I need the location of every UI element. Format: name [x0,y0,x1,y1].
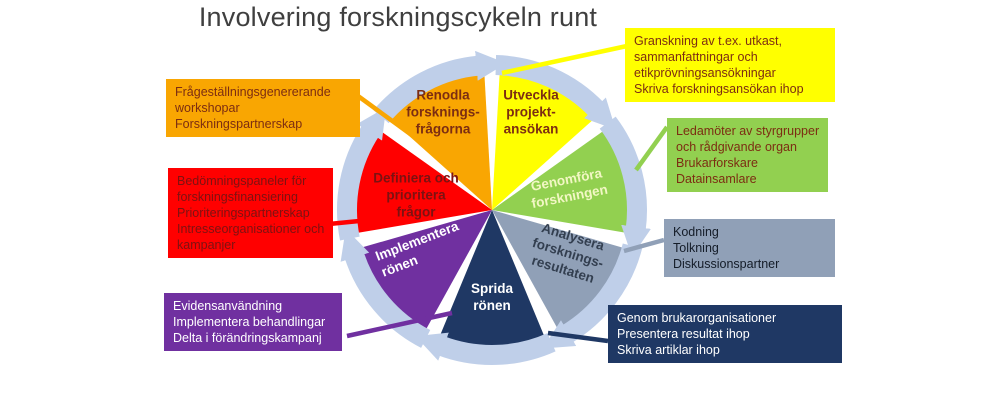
cycle-arrow [542,243,643,349]
cycle-arrow [495,55,616,130]
text-line: Bedömningspaneler för [177,174,307,188]
text-line: kampanjer [177,238,236,252]
callout-line-fragestallnings [356,94,415,138]
slice-definiera [342,123,492,236]
text-line: etikprövningsansökningar [634,66,776,80]
text-line: Granskning av t.ex. utkast, [634,34,782,48]
text-line: Forskningspartnerskap [175,117,303,131]
text-line: workshopar [175,101,240,115]
callout-line-genombrukar [547,330,609,344]
text-line: Genom brukarorganisationer [617,311,777,325]
text-line: forskningsfinansiering [177,190,298,204]
slice-genomfora [492,123,642,236]
cycle-arrow [599,116,651,257]
cycle-arrow [415,332,556,365]
cycle-arrow [373,50,507,124]
callout-line-kodning [623,237,665,254]
text-line: Skriva forskningsansökan ihop [634,82,804,96]
callout-line-evidens [346,310,453,339]
text-line: Delta i förändringskampanj [173,331,322,345]
callout-granskning: Granskning av t.ex. utkast, sammanfattnin… [625,28,835,102]
text-line: Ledamöter av styrgrupper [676,124,820,138]
text-line: Tolkning [673,241,719,255]
text-line: Presentera resultat ihop [617,327,750,341]
cycle-arrow [340,228,431,348]
text-line: Brukarforskare [676,156,758,170]
text-line: Diskussionspartner [673,257,780,271]
callout-line-granskning [501,43,628,76]
callout-line-ledamoter [634,125,669,172]
text-line: Kodning [673,225,719,239]
callout-bedomningspaneler: Bedömningspaneler för forskningsfinansier… [168,168,334,258]
text-line: Intresseorganisationer och [177,222,325,236]
cycle-arrow [337,107,387,241]
text-line: Prioriteringspartnerskap [177,206,310,220]
slice-sprida [434,210,550,361]
callout-ledamoter: Ledamöter av styrgrupper och rådgivande o… [667,118,829,192]
text-line: Skriva artiklar ihop [617,343,720,357]
text-line: Frågeställningsgenererande [175,85,331,99]
text-line: sammanfattningar och [634,50,758,64]
text-line: Evidensanvändning [173,299,283,313]
text-line: Datainsamlare [676,172,757,186]
text-line: och rådgivande organ [676,140,797,154]
text-line: Implementera behandlingar [173,315,326,329]
page-title: Involvering forskningscykeln runt [198,2,598,32]
callout-line-bedomnings [328,212,421,227]
